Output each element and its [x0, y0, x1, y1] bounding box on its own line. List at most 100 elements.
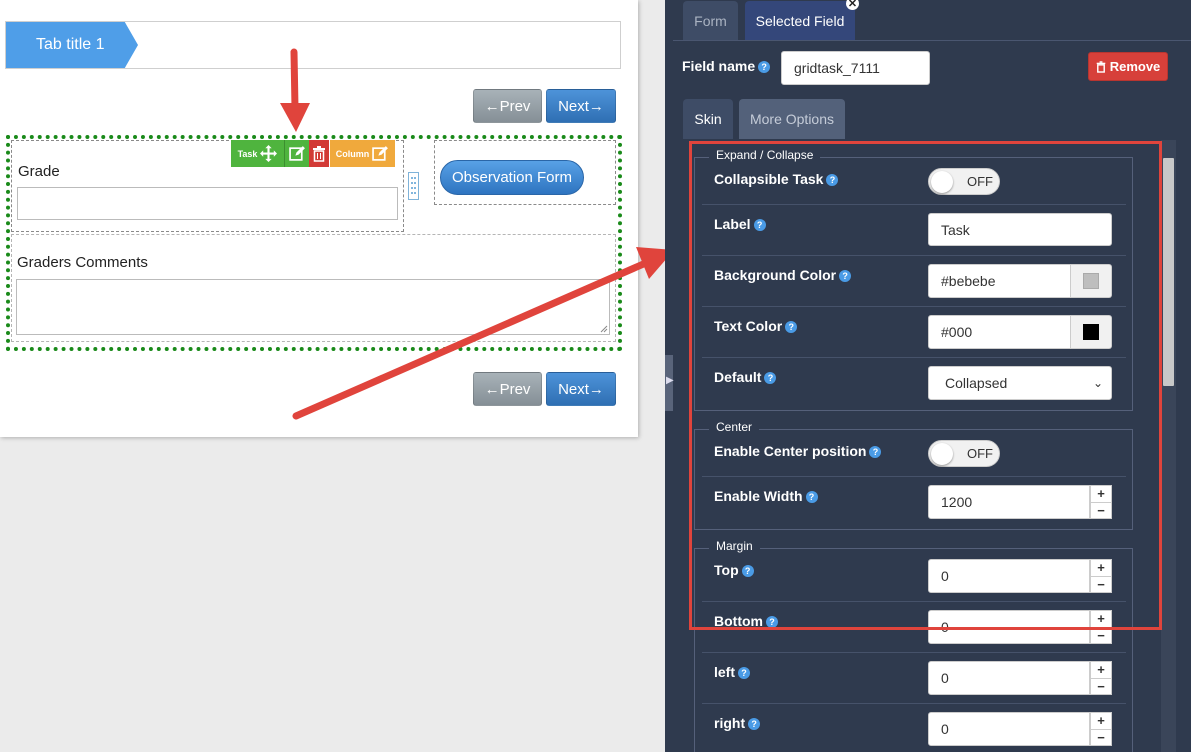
help-icon[interactable]: ? — [738, 667, 750, 680]
annotation-highlight-box — [689, 141, 1162, 630]
default-select[interactable]: Collapsed ⌄ — [928, 366, 1112, 400]
toggle-knob — [931, 443, 953, 465]
remove-label: Remove — [1109, 59, 1161, 74]
help-icon[interactable]: ? — [764, 372, 777, 385]
background-color-picker[interactable] — [1071, 264, 1112, 298]
chevron-right-icon: ▶ — [666, 375, 674, 386]
margin-left-input[interactable]: 0 — [928, 661, 1090, 695]
text-color-label: Text Color? — [714, 318, 798, 334]
grade-cell — [11, 140, 404, 232]
help-icon[interactable]: ? — [766, 616, 778, 629]
tab-form[interactable]: Form — [683, 1, 738, 41]
column-edit-button[interactable]: Column — [330, 140, 395, 167]
margin-group — [694, 548, 1133, 752]
margin-top-input[interactable]: 0 — [928, 559, 1090, 593]
row-divider — [702, 204, 1126, 205]
task-move-button[interactable]: Task — [231, 140, 284, 167]
next-button-bottom[interactable]: Next→ — [546, 372, 616, 406]
center-group — [694, 429, 1133, 530]
row-divider — [702, 601, 1126, 602]
color-swatch — [1083, 324, 1099, 340]
grade-input[interactable] — [17, 187, 398, 220]
default-select-value: Collapsed — [945, 375, 1008, 391]
trash-icon — [1096, 60, 1105, 73]
plus-icon[interactable]: + — [1097, 486, 1105, 502]
margin-bottom-label: Bottom? — [714, 613, 778, 629]
prev-button-top[interactable]: ←Prev — [473, 89, 542, 123]
background-color-input[interactable]: #bebebe — [928, 264, 1071, 298]
close-icon[interactable]: ✕ — [846, 0, 859, 10]
remove-button[interactable]: Remove — [1088, 52, 1168, 81]
minus-icon[interactable]: − — [1091, 575, 1111, 593]
field-name-input[interactable]: gridtask_7111 — [781, 51, 930, 85]
margin-left-label: left? — [714, 664, 750, 680]
margin-top-stepper[interactable]: +− — [1090, 559, 1112, 593]
tab-title-1[interactable]: Tab title 1 — [6, 22, 138, 68]
default-label: Default? — [714, 369, 777, 385]
toggle-knob — [931, 171, 953, 193]
task-delete-button[interactable] — [309, 140, 329, 167]
edit-icon — [288, 146, 305, 161]
enable-center-toggle[interactable]: OFF — [928, 440, 1000, 467]
collapsible-task-toggle[interactable]: OFF — [928, 168, 1000, 195]
toggle-state: OFF — [967, 446, 993, 461]
enable-width-input[interactable]: 1200 — [928, 485, 1090, 519]
enable-center-label: Enable Center position? — [714, 443, 882, 459]
help-icon[interactable]: ? — [826, 174, 839, 187]
background-color-label: Background Color? — [714, 267, 852, 283]
plus-icon[interactable]: + — [1097, 560, 1105, 576]
observation-form-button[interactable]: Observation Form — [440, 160, 584, 195]
task-tool-label: Task — [237, 148, 258, 159]
column-resize-handle[interactable] — [408, 172, 419, 200]
center-legend: Center — [709, 420, 760, 434]
plus-icon[interactable]: + — [1097, 611, 1105, 627]
help-icon[interactable]: ? — [741, 565, 754, 578]
minus-icon[interactable]: − — [1091, 501, 1111, 519]
row-divider — [702, 255, 1126, 256]
margin-left-stepper[interactable]: +− — [1090, 661, 1112, 695]
tab-divider — [673, 40, 1191, 41]
plus-icon[interactable]: + — [1097, 713, 1105, 729]
help-icon[interactable]: ? — [805, 491, 818, 504]
next-button-top[interactable]: Next→ — [546, 89, 616, 123]
tab-selected-field[interactable]: Selected Field — [745, 1, 855, 41]
enable-width-label: Enable Width? — [714, 488, 818, 504]
task-edit-button[interactable] — [284, 140, 309, 167]
scrollbar-thumb[interactable] — [1163, 158, 1174, 386]
enable-width-stepper[interactable]: +− — [1090, 485, 1112, 519]
subtab-more-options[interactable]: More Options — [739, 99, 845, 139]
minus-icon[interactable]: − — [1091, 728, 1111, 746]
field-name-label: Field name? — [682, 58, 771, 74]
edit-icon — [372, 146, 389, 161]
margin-top-label: Top? — [714, 562, 754, 578]
collapsible-task-label: Collapsible Task? — [714, 171, 839, 187]
row-divider — [702, 703, 1126, 704]
graders-comments-textarea[interactable] — [16, 279, 610, 335]
minus-icon[interactable]: − — [1091, 677, 1111, 695]
toggle-state: OFF — [967, 174, 993, 189]
graders-comments-label: Graders Comments — [17, 254, 148, 271]
row-divider — [702, 652, 1126, 653]
chevron-down-icon: ⌄ — [1092, 376, 1103, 390]
label-field-label: Label? — [714, 216, 766, 232]
help-icon[interactable]: ? — [758, 61, 771, 74]
help-icon[interactable]: ? — [748, 718, 761, 731]
help-icon[interactable]: ? — [839, 270, 852, 283]
text-color-input[interactable]: #000 — [928, 315, 1071, 349]
grade-label: Grade — [18, 163, 60, 180]
margin-right-label: right? — [714, 715, 761, 731]
resize-grip-icon — [600, 325, 608, 333]
minus-icon[interactable]: − — [1091, 626, 1111, 644]
subtab-skin[interactable]: Skin — [683, 99, 733, 139]
margin-legend: Margin — [709, 539, 760, 553]
help-icon[interactable]: ? — [785, 321, 798, 334]
margin-right-input[interactable]: 0 — [928, 712, 1090, 746]
margin-right-stepper[interactable]: +− — [1090, 712, 1112, 746]
text-color-picker[interactable] — [1071, 315, 1112, 349]
help-icon[interactable]: ? — [869, 446, 882, 459]
help-icon[interactable]: ? — [753, 219, 766, 232]
label-input[interactable]: Task — [928, 213, 1112, 246]
prev-button-bottom[interactable]: ←Prev — [473, 372, 542, 406]
panel-collapse-handle[interactable]: ▶ — [665, 355, 674, 411]
plus-icon[interactable]: + — [1097, 662, 1105, 678]
